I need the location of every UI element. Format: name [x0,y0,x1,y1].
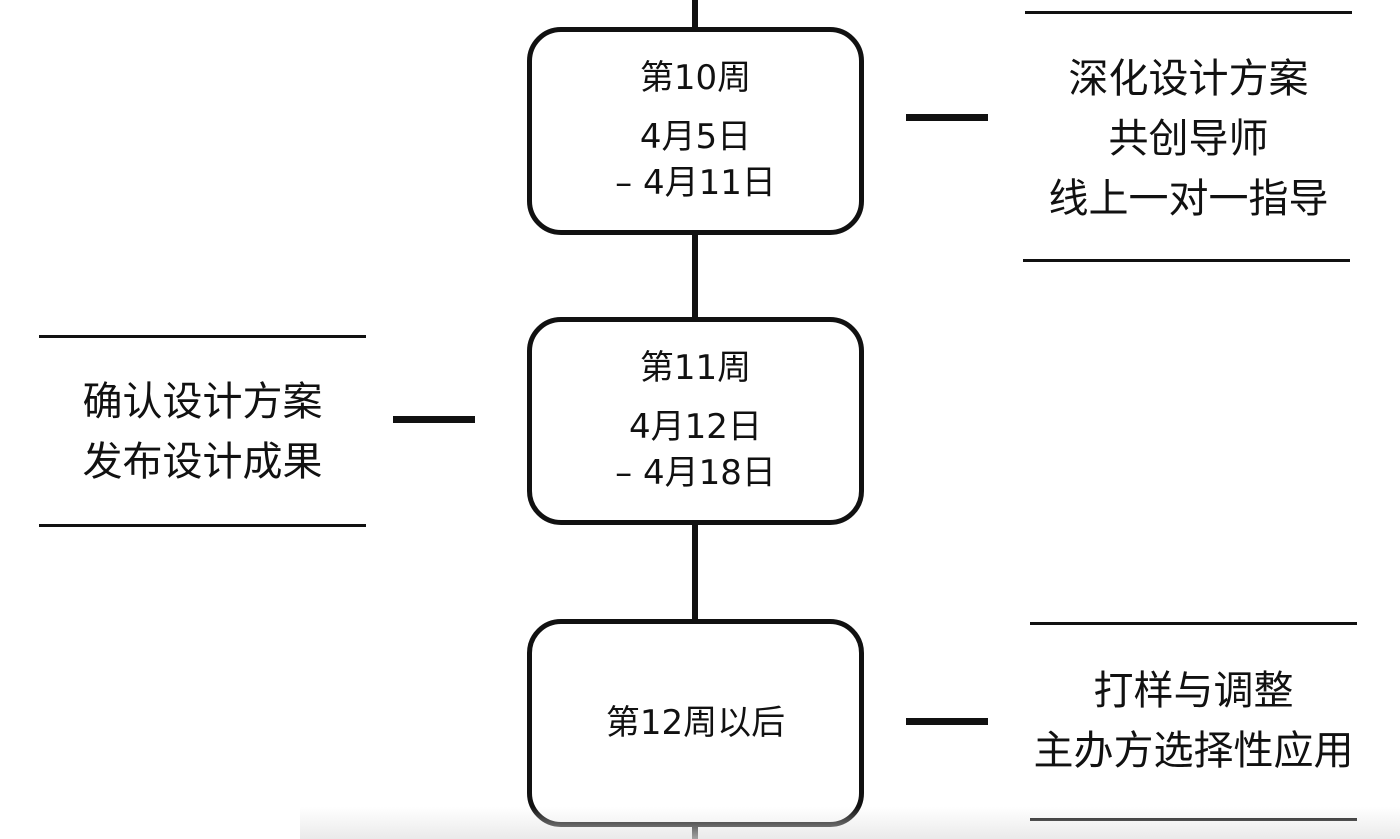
note-line: 共创导师 [1108,116,1269,162]
connector-week-11 [393,416,475,423]
note-week-11: 确认设计方案 发布设计成果 [39,372,366,492]
connector-week-10 [906,114,988,121]
connector-week-12-plus [906,718,988,725]
timeline-spine-top [692,0,698,30]
week-date-end: – 4月11日 [615,163,776,203]
note-3-top-rule [1030,622,1357,625]
timeline-spine-2 [692,522,698,622]
week-date-start: 4月5日 [639,117,752,157]
note-3-bottom-rule [1030,818,1357,821]
note-line: 深化设计方案 [1068,56,1309,102]
note-line: 确认设计方案 [82,379,323,425]
note-2-bottom-rule [39,524,366,527]
week-node-12-plus: 第12周以后 [527,619,864,827]
week-date-end: – 4月18日 [615,453,776,493]
week-date-start: 4月12日 [629,407,762,447]
week-node-10: 第10周 4月5日 – 4月11日 [527,27,864,235]
week-title: 第11周 [639,348,752,388]
note-2-top-rule [39,335,366,338]
week-title: 第10周 [639,58,752,98]
week-node-11: 第11周 4月12日 – 4月18日 [527,317,864,525]
note-1-top-rule [1025,11,1352,14]
note-1-bottom-rule [1023,259,1350,262]
note-line: 打样与调整 [1093,668,1294,714]
week-title: 第12周以后 [605,703,786,743]
note-line: 发布设计成果 [82,439,323,485]
timeline-spine-1 [692,232,698,320]
note-week-10: 深化设计方案 共创导师 线上一对一指导 [1025,48,1352,230]
note-line: 线上一对一指导 [1048,176,1329,222]
note-week-12-plus: 打样与调整 主办方选择性应用 [1010,660,1377,782]
note-line: 主办方选择性应用 [1033,728,1354,774]
